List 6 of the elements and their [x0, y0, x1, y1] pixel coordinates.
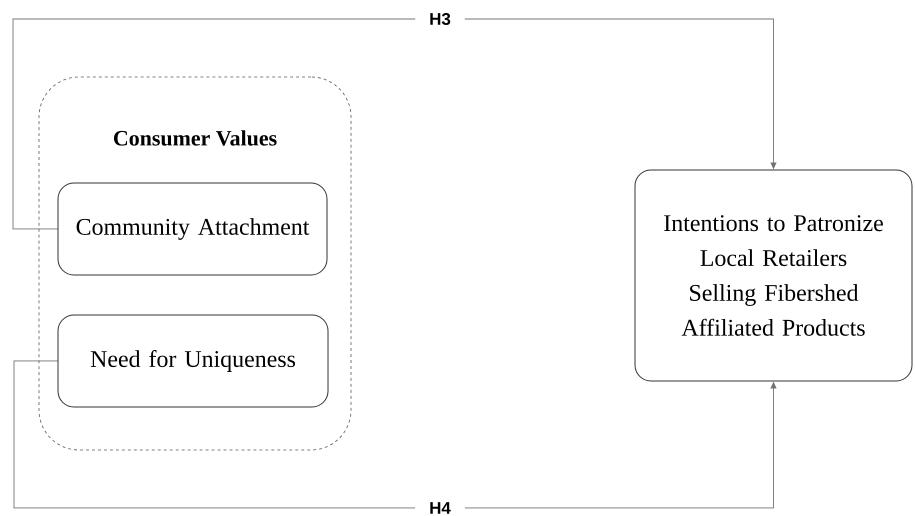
- edge-label: H4: [415, 500, 465, 516]
- rounded-box: Intentions to Patronize Local Retailers Selling Fibershed Affiliated Products: [634, 169, 912, 382]
- rounded-box: Community Attachment: [58, 182, 328, 276]
- arrow: [12, 18, 777, 230]
- edge-label: H3: [415, 10, 465, 27]
- rounded-box: Need for Uniqueness: [58, 314, 328, 408]
